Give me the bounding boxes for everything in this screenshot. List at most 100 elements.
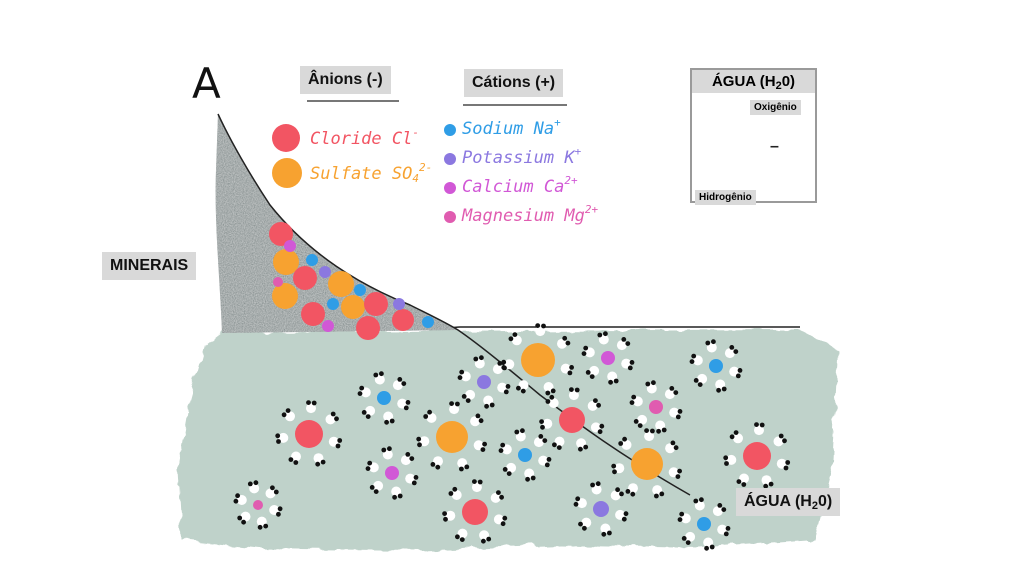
sodium-ion bbox=[327, 298, 339, 310]
water-oxygen bbox=[515, 431, 526, 442]
sulfate-ion bbox=[273, 249, 299, 275]
water-hydrogen bbox=[763, 483, 769, 489]
water-hydrogen bbox=[549, 394, 555, 400]
water-hydrogen bbox=[387, 446, 392, 452]
water-hydrogen bbox=[644, 428, 649, 433]
water-hydrogen bbox=[423, 414, 429, 419]
calcium-ion bbox=[385, 466, 399, 480]
water-hydrogen bbox=[367, 460, 373, 466]
magnesium-ion bbox=[253, 500, 263, 510]
water-hydrogen bbox=[457, 375, 463, 380]
water-oxygen bbox=[479, 530, 490, 541]
water-hydrogen bbox=[489, 402, 495, 408]
water-oxygen bbox=[313, 453, 324, 464]
potassium-ion bbox=[393, 298, 405, 310]
inset-title: ÁGUA (H20) bbox=[692, 70, 815, 93]
water-hydrogen bbox=[539, 419, 544, 424]
hydrated-sodium bbox=[498, 428, 552, 482]
hydrogen-label: Hidrogênio bbox=[695, 190, 756, 205]
water-hydrogen bbox=[459, 537, 465, 542]
water-oxygen bbox=[433, 456, 443, 467]
water-hydrogen bbox=[335, 443, 341, 449]
water-oxygen bbox=[256, 516, 267, 527]
water-oxygen bbox=[576, 498, 587, 509]
water-hydrogen bbox=[459, 369, 465, 375]
water-oxygen bbox=[460, 371, 471, 382]
sodium-swatch bbox=[444, 124, 456, 136]
water-hydrogen bbox=[613, 378, 619, 384]
water-oxygen bbox=[591, 484, 602, 495]
water-hydrogen bbox=[630, 491, 636, 497]
water-hydrogen bbox=[654, 493, 659, 499]
water-hydrogen bbox=[729, 345, 735, 350]
water-hydrogen bbox=[556, 445, 562, 450]
calcium-ion bbox=[284, 240, 296, 252]
water-hydrogen bbox=[583, 444, 589, 450]
water-hydrogen bbox=[607, 530, 612, 536]
hydrated-magnesium bbox=[629, 380, 683, 434]
water-oxygen bbox=[637, 414, 648, 425]
water-hydrogen bbox=[514, 429, 520, 435]
sulfate-ion bbox=[436, 421, 468, 453]
water-hydrogen bbox=[502, 467, 508, 472]
chloride-ion bbox=[559, 407, 585, 433]
water-hydrogen bbox=[237, 515, 243, 521]
water-hydrogen bbox=[725, 526, 731, 531]
water-hydrogen bbox=[675, 474, 681, 479]
water-hydrogen bbox=[603, 331, 608, 337]
water-hydrogen bbox=[651, 380, 656, 386]
water-hydrogen bbox=[550, 388, 556, 394]
water-oxygen bbox=[754, 425, 764, 436]
water-hydrogen bbox=[496, 490, 501, 495]
water-hydrogen bbox=[567, 370, 573, 376]
potassium-ion bbox=[477, 375, 491, 389]
water-molecule-inset: ÁGUA (H20) Oxigênio Hidrogênio bbox=[690, 68, 817, 205]
water-hydrogen bbox=[452, 486, 458, 492]
water-hydrogen bbox=[257, 524, 263, 530]
water-oxygen bbox=[240, 511, 251, 522]
water-oxygen bbox=[470, 416, 481, 427]
magnesium-charge: 2+ bbox=[584, 203, 599, 216]
water-oxygen bbox=[726, 454, 737, 465]
water-oxygen bbox=[518, 380, 529, 391]
water-oxygen bbox=[265, 488, 276, 499]
water-hydrogen bbox=[315, 461, 321, 467]
water-oxygen bbox=[474, 358, 485, 369]
chloride-charge: - bbox=[412, 126, 420, 139]
hydrated-sulfate bbox=[416, 401, 487, 472]
water-hydrogen bbox=[589, 374, 595, 379]
water-oxygen bbox=[548, 398, 559, 408]
water-oxygen bbox=[457, 528, 468, 539]
magnesium-symbol: Mg bbox=[564, 206, 585, 226]
sodium-name: Sodium bbox=[462, 119, 524, 139]
water-hydrogen bbox=[735, 373, 741, 379]
water-oxygen bbox=[419, 436, 430, 447]
water-hydrogen bbox=[253, 480, 259, 486]
water-hydrogen bbox=[542, 438, 548, 443]
water-oxygen bbox=[426, 412, 437, 423]
water-oxygen bbox=[511, 335, 522, 346]
water-hydrogen bbox=[413, 475, 419, 480]
water-oxygen bbox=[729, 366, 740, 377]
water-hydrogen bbox=[501, 359, 507, 365]
water-oxygen bbox=[576, 438, 587, 449]
water-hydrogen bbox=[263, 523, 269, 529]
hydrated-sodium bbox=[689, 339, 743, 393]
hydrated-sodium bbox=[677, 497, 731, 551]
water-hydrogen bbox=[733, 349, 739, 354]
water-hydrogen bbox=[288, 457, 294, 462]
water-oxygen bbox=[615, 509, 626, 520]
chloride-ion bbox=[295, 420, 323, 448]
sodium-symbol: Na bbox=[533, 119, 555, 139]
water-hydrogen bbox=[754, 422, 759, 427]
water-oxygen bbox=[590, 422, 601, 433]
water-hydrogen bbox=[520, 428, 525, 434]
chloride-symbol: Cl bbox=[391, 129, 413, 149]
water-oxygen bbox=[471, 482, 482, 493]
water-oxygen bbox=[405, 473, 416, 484]
water-hydrogen bbox=[506, 471, 512, 476]
sodium-ion bbox=[697, 517, 711, 531]
water-hydrogen bbox=[645, 381, 651, 387]
water-label: ÁGUA (H20) bbox=[736, 488, 841, 516]
water-hydrogen bbox=[359, 385, 365, 391]
